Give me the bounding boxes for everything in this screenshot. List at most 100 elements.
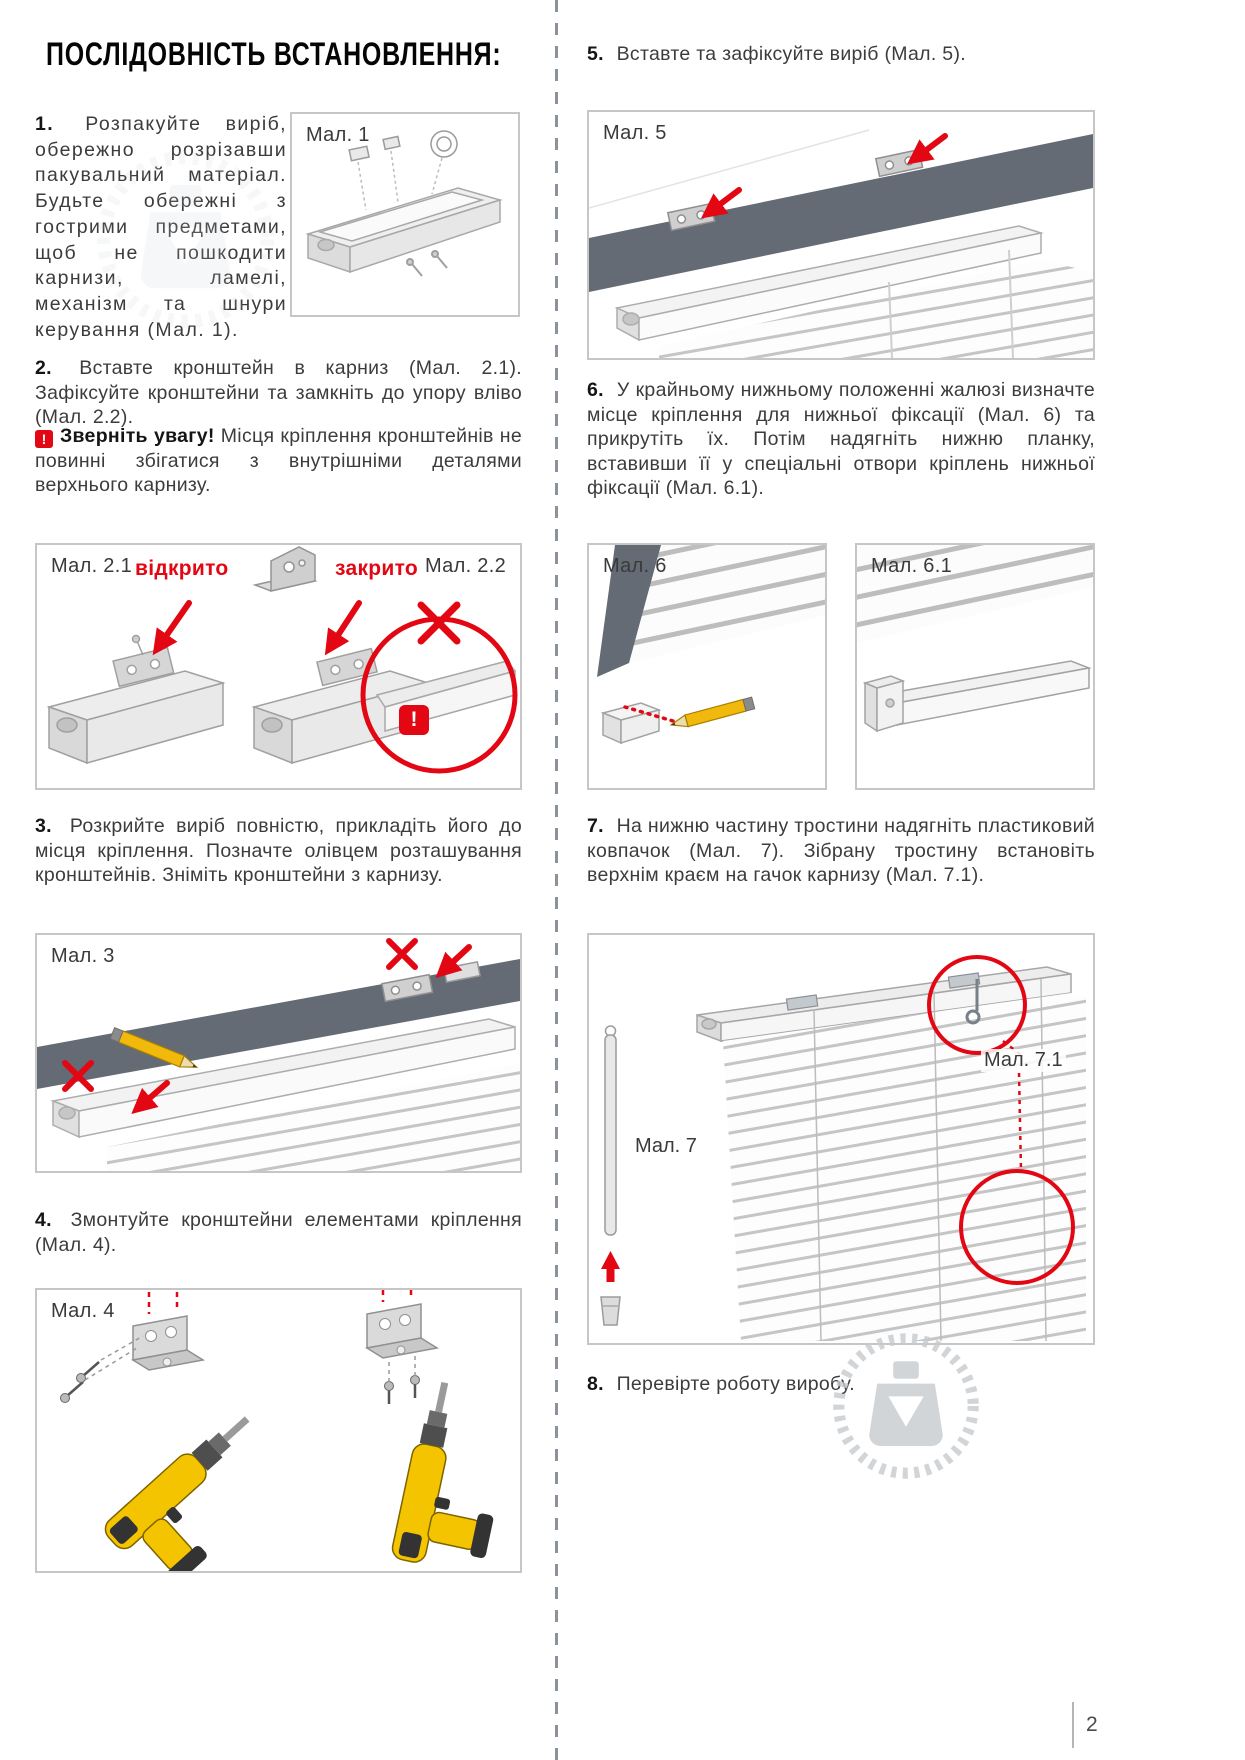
step-1-body: Розпакуйте виріб, обережно розрізавши па… [35, 113, 287, 341]
figure-7-1-label: Мал. 7.1 [981, 1049, 1066, 1072]
step-6-body: У крайньому нижньому положенні жалюзі ви… [587, 379, 1095, 500]
header-rail [50, 1018, 516, 1139]
figure-1-label: Мал. 1 [306, 124, 370, 146]
up-arrow-icon [601, 1251, 620, 1282]
wand-and-blinds-illustration [600, 955, 1086, 1342]
pencil-icon [669, 696, 756, 728]
red-arrow-icon [131, 1080, 170, 1114]
figure-6-1-label: Мал. 6.1 [871, 555, 952, 577]
figure-4: Мал. 4 [35, 1288, 522, 1573]
column-divider [555, 0, 558, 1760]
step-3-number: 3. [35, 815, 52, 837]
step-8-number: 8. [587, 1373, 604, 1395]
bracket-icon [381, 973, 434, 1003]
bottom-clip [862, 675, 906, 733]
cornice-open [46, 634, 226, 765]
red-arrow-icon [152, 600, 192, 656]
figure-5: Мал. 5 [587, 110, 1095, 360]
warning-title: Зверніть увагу! [60, 425, 215, 447]
bracket-icon [252, 546, 318, 592]
cornice-parts-illustration [305, 130, 503, 277]
step-2-body: Вставте кронштейн в карниз (Мал. 2.1). З… [35, 357, 522, 429]
step-1-number: 1. [35, 113, 55, 135]
step-2-text: 2. Вставте кронштейн в карниз (Мал. 2.1)… [35, 356, 522, 430]
step-7-body: На нижню частину тростини надягніть плас… [587, 815, 1095, 887]
step-8-body: Перевірте роботу виробу. [616, 1373, 855, 1395]
step-5-number: 5. [587, 43, 604, 65]
blind-slats [659, 260, 1093, 358]
figure-2-1-label: Мал. 2.1 [51, 555, 132, 577]
page-title: ПОСЛІДОВНІСТЬ ВСТАНОВЛЕННЯ: [46, 36, 502, 72]
step-5-body: Вставте та зафіксуйте виріб (Мал. 5). [616, 43, 966, 65]
bottom-rail [876, 660, 1092, 727]
figure-1: Мал. 1 [290, 112, 520, 317]
drill-icon [104, 1416, 250, 1571]
step-4-number: 4. [35, 1209, 52, 1231]
figure-3-label: Мал. 3 [51, 945, 115, 967]
drill-icon [391, 1381, 494, 1563]
bottom-fix-marking-illustration [597, 545, 825, 745]
drilling-illustration [60, 1290, 494, 1571]
fixing-illustration [589, 129, 1093, 358]
watermark-logo-icon [96, 150, 275, 329]
wand-icon [604, 1025, 617, 1236]
window-edge-band [597, 545, 661, 677]
figure-2-2-label: Мал. 2.2 [425, 555, 506, 577]
page-number: 2 [1072, 1702, 1098, 1748]
pencil-icon [109, 1026, 199, 1068]
screws-icon [60, 1335, 144, 1403]
red-arrow-icon [435, 944, 472, 979]
step-7-number: 7. [587, 815, 604, 837]
step-6-text: 6. У крайньому нижньому положенні жалюзі… [587, 378, 1095, 501]
blind-slats [723, 993, 1086, 1341]
warning-icon: ! [35, 430, 53, 448]
figure-7-label: Мал. 7 [635, 1135, 697, 1157]
blind-slats [107, 1063, 520, 1171]
bottom-rail-illustration [857, 545, 1093, 733]
step-5-text: 5. Вставте та зафіксуйте виріб (Мал. 5). [587, 42, 1095, 67]
step-2-number: 2. [35, 357, 52, 379]
figure-6: Мал. 6 [587, 543, 827, 790]
cross-mark-icon [417, 601, 461, 645]
step-3-body: Розкрийте виріб повністю, прикладіть йог… [35, 815, 522, 887]
warning-circle [360, 601, 518, 774]
figure-4-label: Мал. 4 [51, 1300, 115, 1322]
blind-slats [623, 545, 825, 665]
bottom-clip [600, 702, 662, 745]
exclamation-badge-icon: ! [399, 705, 429, 735]
header-rail [614, 225, 1044, 342]
step-4-text: 4. Змонтуйте кронштейни елементами кріпл… [35, 1208, 522, 1257]
figure-2: Мал. 2.1 Мал. 2.2 відкрито закрито ! [35, 543, 522, 790]
bracket-icon [364, 1303, 440, 1359]
brand-watermark-faint [88, 142, 283, 337]
figure-6-label: Мал. 6 [603, 555, 667, 577]
watermark-logo-icon [833, 1333, 979, 1479]
screws-icon [384, 1356, 420, 1404]
brand-watermark [826, 1326, 986, 1486]
cross-mark-icon [62, 1060, 94, 1092]
wand-cap-icon [600, 1296, 621, 1326]
red-arrow-icon [324, 600, 362, 656]
red-dotted-leader [623, 705, 675, 723]
step-2-warning: ! Зверніть увагу! Місця кріплення кронште… [35, 424, 522, 498]
step-3-text: 3. Розкрийте виріб повністю, прикладіть … [35, 814, 522, 888]
hook-detail [965, 979, 981, 1025]
page-number-value: 2 [1086, 1713, 1098, 1736]
red-arrow-icon [906, 133, 948, 165]
step-8-text: 8. Перевірте роботу виробу. [587, 1372, 1007, 1397]
blind-slats [857, 545, 1093, 643]
closed-label: закрито [335, 557, 419, 580]
figure-6-1: Мал. 6.1 [855, 543, 1095, 790]
step-4-body: Змонтуйте кронштейни елементами кріпленн… [35, 1209, 522, 1256]
figure-7: Мал. 7 Мал. 7.1 [587, 933, 1095, 1345]
marking-illustration [37, 938, 520, 1171]
window-recess-band [589, 134, 1093, 292]
open-label: відкрито [135, 557, 229, 580]
step-6-number: 6. [587, 379, 604, 401]
warning-body: Місця кріплення кронштейнів не повинні з… [35, 425, 522, 497]
step-1-text: 1. Розпакуйте виріб, обережно розрізавши… [35, 112, 287, 344]
bracket-icon [130, 1315, 206, 1371]
highlight-circle [927, 955, 1027, 1055]
red-arrow-icon [700, 187, 742, 219]
